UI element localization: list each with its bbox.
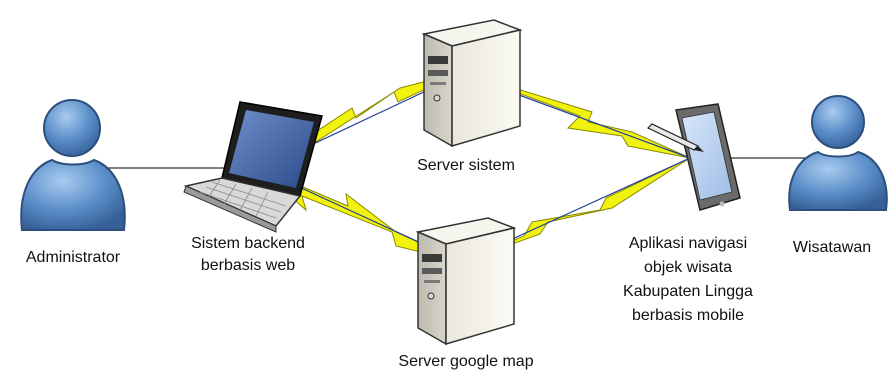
label-mobile-line-1: Aplikasi navigasi <box>629 235 747 252</box>
label-administrator: Administrator <box>26 249 121 266</box>
user-icon <box>20 99 126 231</box>
label-backend-line-2: berbasis web <box>201 257 295 274</box>
label-mobile-line-3: Kabupaten Lingga <box>623 283 753 300</box>
laptop-icon <box>183 101 323 233</box>
label-mobile-line-2: objek wisata <box>644 259 732 276</box>
label-wisatawan: Wisatawan <box>793 239 871 256</box>
user-icon <box>788 95 888 211</box>
label-backend-line-1: Sistem backend <box>191 235 305 252</box>
lightning-link-server-google-tablet <box>461 157 691 263</box>
label-mobile-line-4: berbasis mobile <box>632 307 744 324</box>
server-tower-icon <box>421 19 523 148</box>
server-tower-icon <box>415 217 517 346</box>
label-server-google: Server google map <box>398 353 533 370</box>
tablet-pen-icon <box>646 103 741 211</box>
label-server-sistem: Server sistem <box>417 157 515 174</box>
